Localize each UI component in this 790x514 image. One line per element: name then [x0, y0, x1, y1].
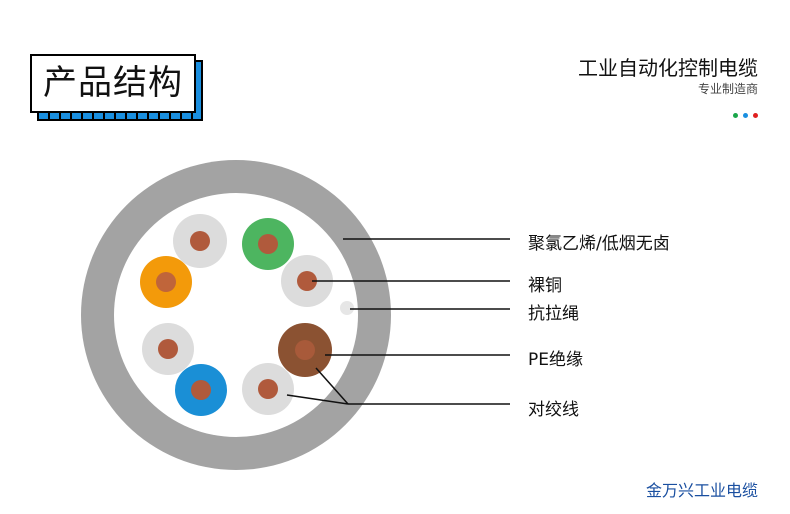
label-pe-insulation: PE绝缘 [528, 350, 583, 370]
leader-lines [286, 238, 510, 405]
color-dots [733, 113, 758, 118]
brand-title: 工业自动化控制电缆 [578, 56, 758, 80]
label-twisted-pair: 对绞线 [528, 400, 579, 420]
cores [140, 214, 354, 416]
brand-subtitle: 专业制造商 [697, 82, 758, 96]
label-bare-copper: 裸铜 [528, 276, 562, 296]
label-tensile-rope: 抗拉绳 [528, 304, 579, 324]
footer-brand: 金万兴工业电缆 [645, 481, 758, 500]
tensile-rope [340, 301, 354, 315]
inner-space [114, 193, 358, 437]
label-sheath: 聚氯乙烯/低烟无卤 [528, 234, 670, 254]
page-title: 产品结构 [30, 54, 196, 113]
